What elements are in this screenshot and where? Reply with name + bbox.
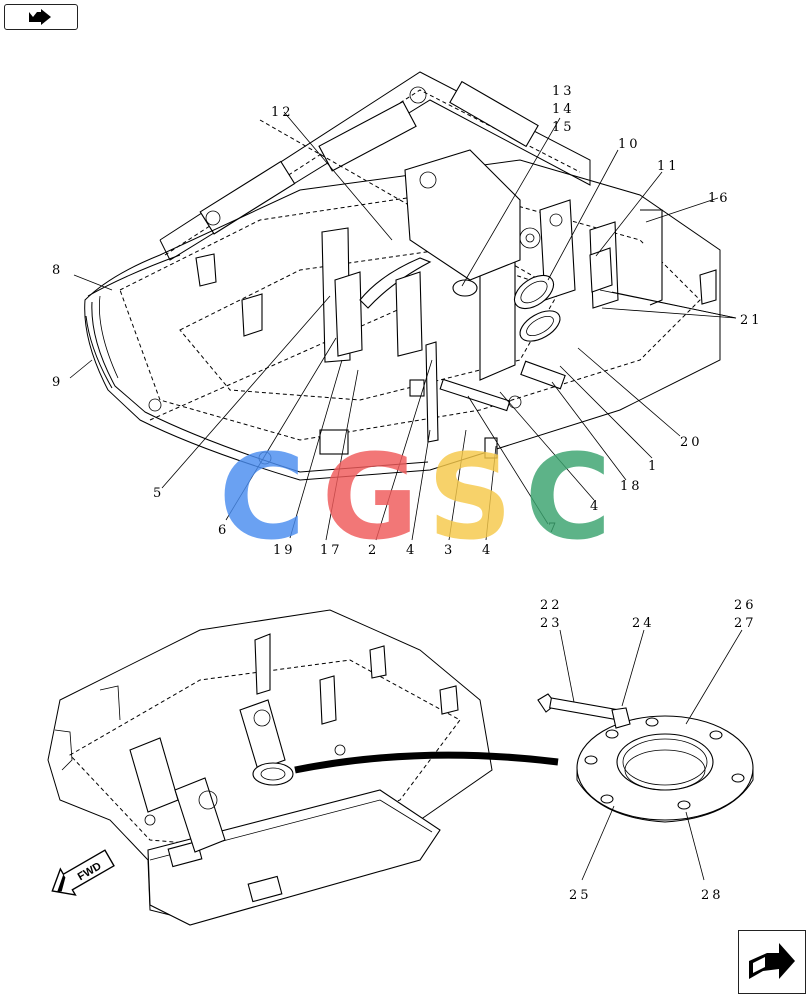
callout-23: 23 [540,616,563,631]
bearing-detail-drawing [537,693,754,823]
watermark-letter: C [219,428,306,566]
callout-7: 7 [548,521,559,536]
callout-25: 25 [569,888,592,903]
callout-8: 8 [52,263,63,278]
callout-16: 16 [708,191,731,206]
callout-5: 5 [153,486,164,501]
watermark-letter: G [322,428,419,566]
arrow-back-icon [29,9,51,25]
leader-lines [69,111,743,881]
callout-4-left: 4 [406,543,417,558]
arrow-forward-icon [749,943,795,979]
watermark-letter: C [525,428,612,566]
callout-2: 2 [368,543,379,558]
callout-27: 27 [734,616,757,631]
callout-18: 18 [620,479,643,494]
callout-28: 28 [701,888,724,903]
callout-26: 26 [734,598,757,613]
callout-20: 20 [680,435,703,450]
forward-direction-arrow: FWD [51,849,115,896]
callout-24: 24 [632,616,655,631]
callout-4-mid: 4 [482,543,493,558]
detail-pointer-line [294,751,559,774]
upper-frame-drawing [84,71,721,481]
callout-17: 17 [320,543,343,558]
callout-21: 21 [740,313,763,328]
callout-labels: 12 13 14 15 10 11 16 8 9 21 20 1 18 4 7 … [52,84,763,903]
callout-22: 22 [540,598,563,613]
callout-6: 6 [218,523,229,538]
next-page-button[interactable] [738,930,806,994]
watermark-letter: S [428,428,513,566]
callout-1: 1 [648,459,659,474]
callout-15: 15 [552,120,575,135]
callout-12: 12 [271,105,294,120]
callout-19: 19 [273,543,296,558]
callout-14: 14 [552,102,575,117]
callout-13: 13 [552,84,575,99]
callout-3: 3 [444,543,455,558]
callout-10: 10 [618,137,641,152]
lower-frame-drawing [47,609,493,926]
previous-page-button[interactable] [4,4,78,30]
callout-9: 9 [52,375,63,390]
callout-11: 11 [657,159,680,174]
callout-4-right: 4 [590,499,601,514]
